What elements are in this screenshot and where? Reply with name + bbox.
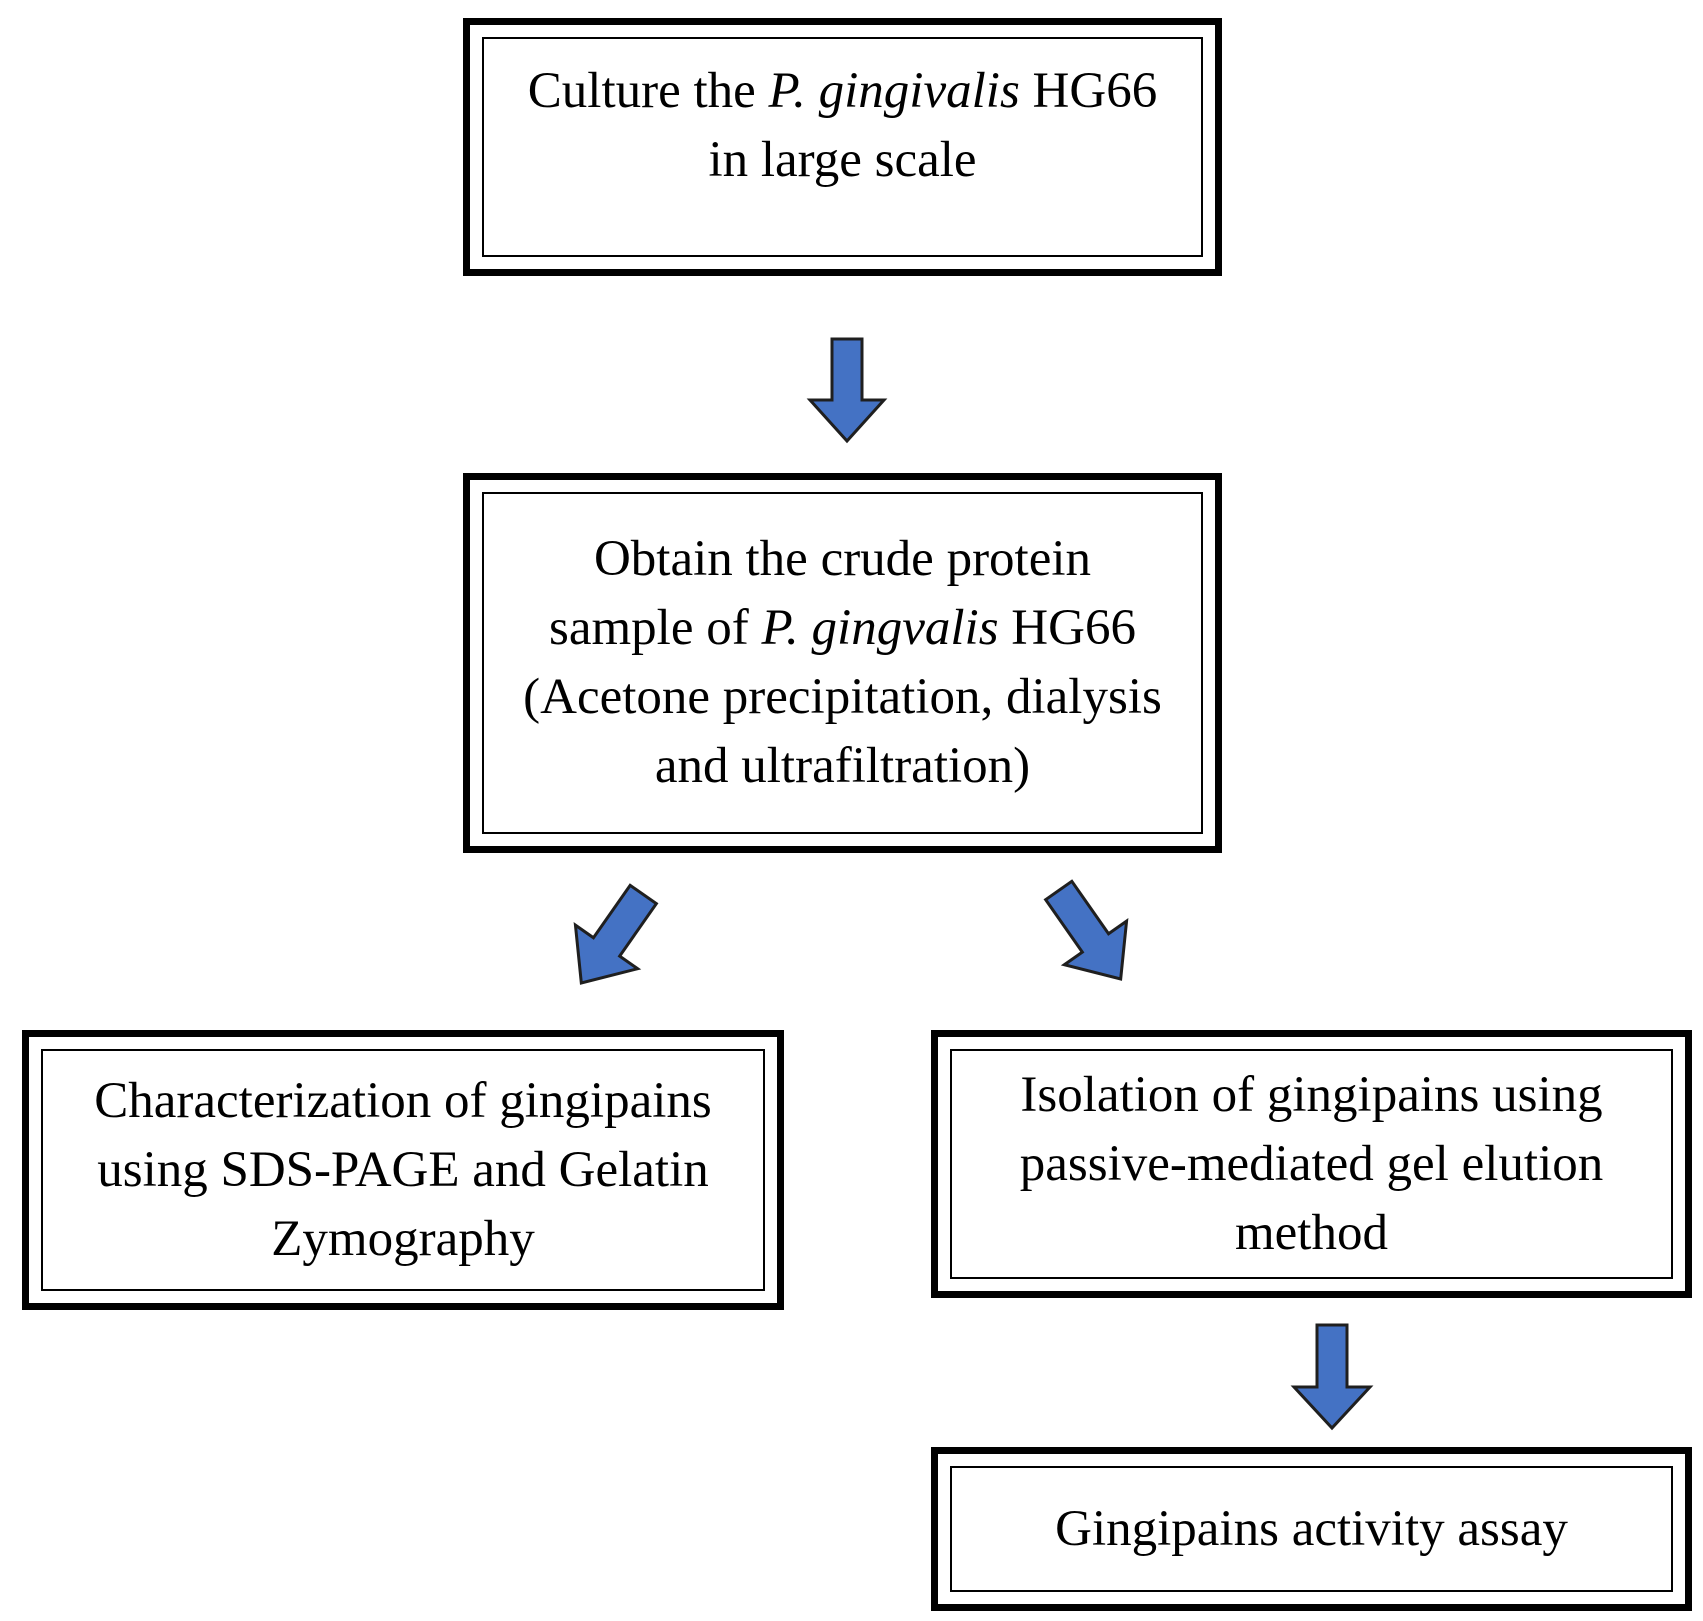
characterization-box: Characterization of gingipains using SDS…	[22, 1030, 784, 1310]
culture-line-1: Culture the P. gingivalis HG66	[528, 57, 1157, 126]
isolation-box-inner: Isolation of gingipains using passive-me…	[950, 1049, 1673, 1279]
arrow-down-left	[573, 883, 659, 985]
arrow-down-right	[1043, 879, 1129, 981]
crude-protein-box-inner: Obtain the crude protein sample of P. gi…	[482, 492, 1203, 834]
crude-protein-species-name: P. gingvalis	[761, 600, 999, 656]
crude-protein-line-2: sample of P. gingvalis HG66	[549, 594, 1136, 663]
activity-assay-box: Gingipains activity assay	[931, 1447, 1692, 1611]
crude-protein-box: Obtain the crude protein sample of P. gi…	[463, 473, 1222, 853]
activity-assay-box-inner: Gingipains activity assay	[950, 1466, 1673, 1592]
crude-protein-line-3: (Acetone precipitation, dialysis	[523, 669, 1162, 725]
culture-strain: HG66	[1019, 63, 1158, 119]
crude-protein-line-1: Obtain the crude protein	[593, 531, 1092, 587]
crude-protein-text-pre: sample of	[549, 600, 762, 656]
activity-assay-line-1: Gingipains activity assay	[1055, 1500, 1568, 1557]
culture-text-pre: Culture the	[527, 63, 769, 119]
isolation-box: Isolation of gingipains using passive-me…	[931, 1030, 1692, 1298]
arrow-down-2	[1290, 1323, 1374, 1431]
characterization-box-inner: Characterization of gingipains using SDS…	[41, 1049, 765, 1291]
arrow-down-1	[806, 337, 888, 444]
characterization-line-3: Zymography	[271, 1210, 535, 1267]
isolation-line-3: method	[1235, 1204, 1388, 1261]
culture-box-inner: Culture the P. gingivalis HG66 in large …	[482, 37, 1203, 257]
culture-box: Culture the P. gingivalis HG66 in large …	[463, 18, 1222, 276]
culture-line-2: in large scale	[708, 132, 977, 188]
culture-species-name: P. gingivalis	[768, 63, 1020, 119]
crude-protein-strain: HG66	[998, 600, 1136, 656]
crude-protein-line-4: and ultrafiltration)	[654, 738, 1031, 794]
isolation-line-1: Isolation of gingipains using	[1020, 1066, 1603, 1123]
characterization-line-2: using SDS-PAGE and Gelatin	[97, 1141, 709, 1198]
characterization-line-1: Characterization of gingipains	[94, 1072, 712, 1129]
isolation-line-2: passive-mediated gel elution	[1019, 1135, 1604, 1192]
